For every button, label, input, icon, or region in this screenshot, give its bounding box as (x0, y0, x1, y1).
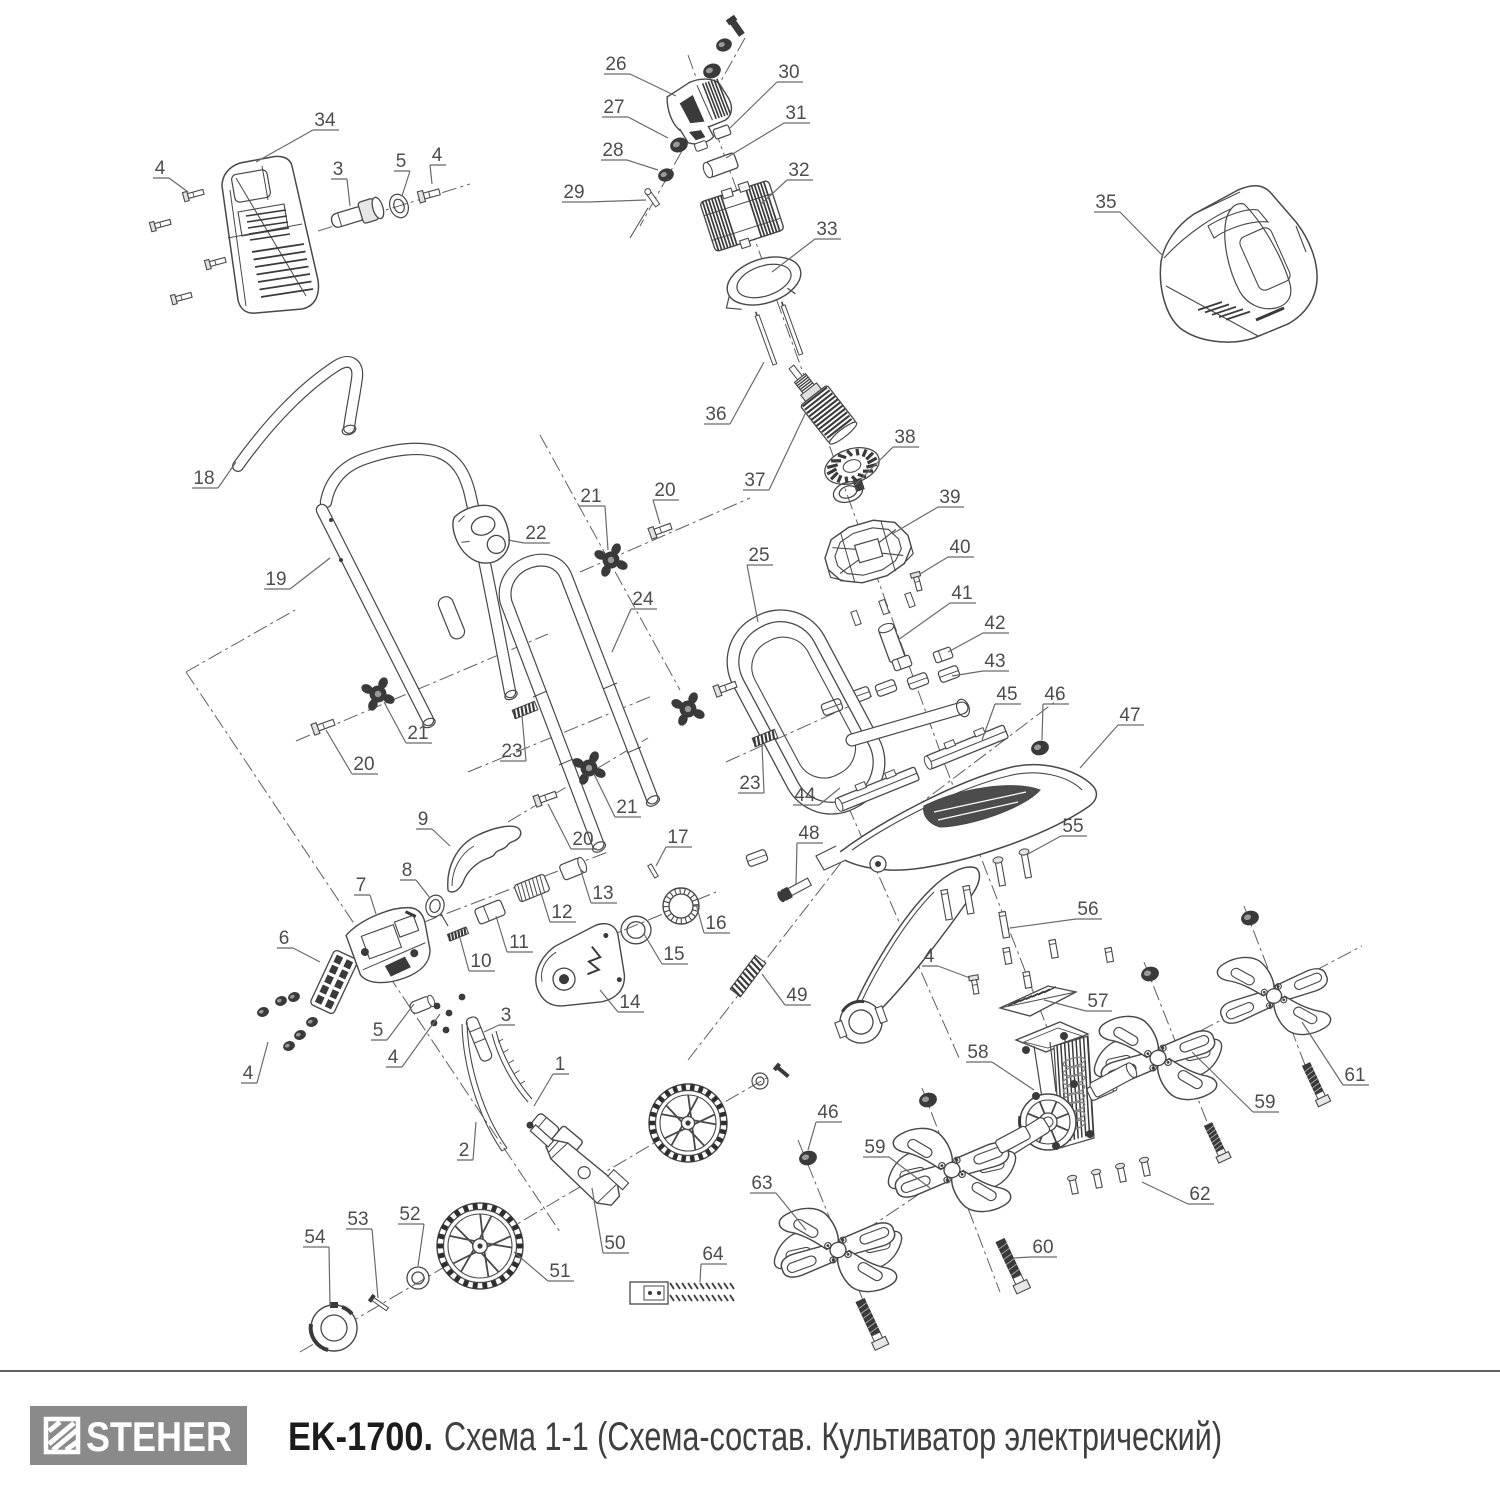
svg-text:36: 36 (705, 404, 726, 425)
svg-text:59: 59 (1254, 1092, 1275, 1113)
svg-text:10: 10 (470, 951, 491, 972)
svg-text:58: 58 (967, 1042, 988, 1063)
svg-text:63: 63 (751, 1173, 772, 1194)
svg-text:27: 27 (603, 97, 624, 118)
svg-text:4: 4 (388, 1047, 399, 1068)
svg-text:21: 21 (580, 486, 601, 507)
svg-text:48: 48 (798, 823, 819, 844)
svg-text:21: 21 (407, 723, 428, 744)
svg-text:57: 57 (1087, 991, 1108, 1012)
svg-text:30: 30 (778, 62, 799, 83)
svg-text:62: 62 (1189, 1184, 1210, 1205)
svg-text:16: 16 (705, 913, 726, 934)
svg-text:11: 11 (509, 932, 529, 953)
svg-text:55: 55 (1062, 816, 1083, 837)
svg-text:33: 33 (816, 219, 837, 240)
svg-text:23: 23 (739, 773, 760, 794)
svg-text:22: 22 (525, 523, 546, 544)
svg-text:39: 39 (939, 487, 960, 508)
svg-text:19: 19 (265, 569, 286, 590)
svg-text:41: 41 (951, 583, 972, 604)
svg-text:18: 18 (193, 468, 214, 489)
svg-text:4: 4 (243, 1063, 254, 1084)
svg-text:45: 45 (996, 684, 1017, 705)
svg-text:7: 7 (356, 875, 367, 896)
svg-text:20: 20 (654, 480, 675, 501)
svg-text:42: 42 (984, 613, 1005, 634)
svg-text:25: 25 (748, 545, 769, 566)
svg-text:47: 47 (1119, 705, 1140, 726)
svg-text:40: 40 (949, 537, 970, 558)
svg-text:2: 2 (459, 1140, 470, 1161)
svg-text:9: 9 (418, 809, 429, 830)
svg-text:54: 54 (304, 1227, 326, 1248)
svg-text:14: 14 (619, 992, 641, 1013)
svg-text:64: 64 (702, 1244, 724, 1265)
svg-text:17: 17 (667, 827, 688, 848)
svg-text:38: 38 (894, 427, 915, 448)
svg-text:12: 12 (551, 902, 572, 923)
svg-text:37: 37 (744, 470, 765, 491)
svg-text:8: 8 (402, 860, 413, 881)
svg-text:28: 28 (602, 140, 623, 161)
svg-text:20: 20 (572, 829, 593, 850)
svg-text:Схема 1-1 (Схема-состав. Культ: Схема 1-1 (Схема-состав. Культиватор эле… (444, 1415, 1222, 1459)
svg-text:STEHER: STEHER (86, 1413, 232, 1460)
svg-text:51: 51 (549, 1261, 570, 1282)
svg-text:4: 4 (155, 158, 166, 179)
svg-text:23: 23 (501, 741, 522, 762)
svg-text:21: 21 (616, 797, 637, 818)
svg-text:46: 46 (1044, 684, 1065, 705)
svg-text:43: 43 (984, 651, 1005, 672)
svg-text:4: 4 (924, 946, 935, 967)
svg-text:3: 3 (333, 159, 344, 180)
svg-text:20: 20 (353, 754, 374, 775)
svg-text:4: 4 (432, 145, 443, 166)
svg-text:29: 29 (563, 182, 584, 203)
svg-text:61: 61 (1344, 1065, 1365, 1086)
svg-text:35: 35 (1095, 192, 1116, 213)
svg-text:60: 60 (1032, 1237, 1053, 1258)
svg-text:15: 15 (663, 944, 684, 965)
svg-text:32: 32 (788, 160, 809, 181)
svg-text:56: 56 (1077, 899, 1098, 920)
svg-text:5: 5 (373, 1020, 384, 1041)
svg-text:59: 59 (864, 1137, 885, 1158)
svg-text:44: 44 (794, 785, 816, 806)
svg-text:6: 6 (279, 928, 290, 949)
svg-text:46: 46 (817, 1102, 838, 1123)
svg-text:13: 13 (592, 883, 613, 904)
svg-text:53: 53 (347, 1209, 368, 1230)
svg-text:5: 5 (396, 151, 407, 172)
svg-text:52: 52 (399, 1204, 420, 1225)
svg-text:24: 24 (632, 589, 654, 610)
svg-text:26: 26 (605, 54, 626, 75)
svg-text:EK-1700.: EK-1700. (288, 1415, 433, 1459)
svg-text:3: 3 (501, 1005, 512, 1026)
svg-text:34: 34 (314, 110, 336, 131)
svg-text:49: 49 (786, 985, 807, 1006)
svg-text:31: 31 (785, 103, 806, 124)
svg-text:50: 50 (604, 1233, 625, 1254)
svg-text:1: 1 (555, 1054, 566, 1075)
